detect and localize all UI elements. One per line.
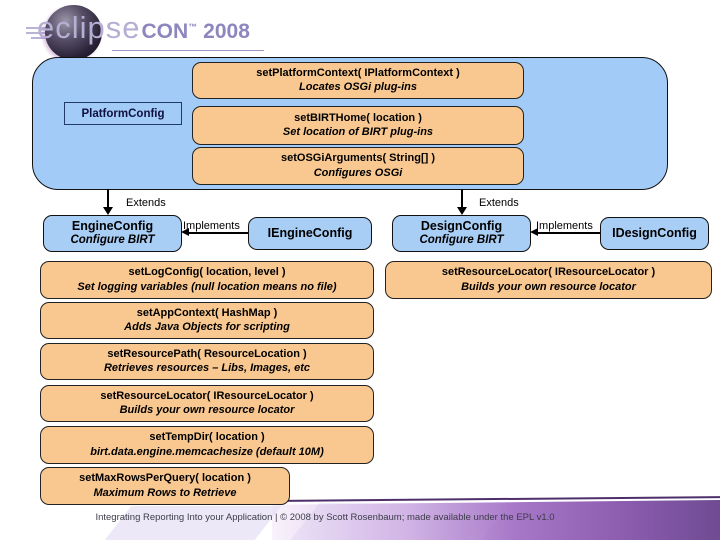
implements-arrowhead-left-icon [181, 228, 189, 236]
implements-arrow-left [189, 232, 248, 234]
method-box-settempdir: setTempDir( location ) birt.data.engine.… [40, 426, 374, 464]
method-box-setbirthome: setBIRTHome( location ) Set location of … [192, 106, 524, 145]
logo-trademark: ™ [188, 22, 198, 32]
method-description: Retrieves resources – Libs, Images, etc [103, 362, 311, 374]
method-signature: setResourceLocator( IResourceLocator ) [441, 266, 656, 279]
method-description: Configures OSGi [313, 166, 403, 179]
extends-arrowhead-right-icon [457, 207, 467, 215]
method-box-setplatformcontext: setPlatformContext( IPlatformContext ) L… [192, 62, 524, 99]
method-description: Builds your own resource locator [461, 280, 636, 293]
implements-arrow-right [538, 232, 600, 234]
eclipsecon-logo: eclipse CON ™ 2008 [0, 0, 300, 60]
method-description: Set location of BIRT plug-ins [282, 126, 434, 138]
class-box-iengineconfig: IEngineConfig [248, 217, 372, 250]
class-box-designconfig: DesignConfig Configure BIRT [392, 215, 531, 252]
logo-con-text: CON [141, 20, 189, 43]
method-box-setmaxrowsperquery: setMaxRowsPerQuery( location ) Maximum R… [40, 467, 290, 505]
extends-label-right: Extends [479, 197, 519, 209]
method-description: birt.data.engine.memcachesize (default 1… [90, 445, 324, 458]
class-name: IEngineConfig [267, 226, 353, 240]
extends-arrow-right [461, 189, 463, 208]
method-signature: setMaxRowsPerQuery( location ) [79, 472, 251, 485]
method-description: Builds your own resource locator [119, 404, 295, 416]
logo-underline [112, 50, 264, 51]
method-signature: setPlatformContext( IPlatformContext ) [256, 66, 460, 79]
method-box-setresourcepath: setResourcePath( ResourceLocation ) Retr… [40, 343, 374, 380]
method-signature: setLogConfig( location, level ) [128, 266, 286, 279]
implements-arrowhead-right-icon [530, 228, 538, 236]
method-signature: setAppContext( HashMap ) [136, 306, 278, 319]
method-signature: setBIRTHome( location ) [294, 111, 422, 124]
method-signature: setResourceLocator( IResourceLocator ) [100, 389, 314, 402]
class-box-idesignconfig: IDesignConfig [600, 217, 709, 250]
method-box-setlogconfig: setLogConfig( location, level ) Set logg… [40, 261, 374, 299]
eclipse-sphere-icon [45, 5, 102, 60]
logo-eclipse-wordmark: eclipse [37, 10, 141, 45]
method-signature: setResourcePath( ResourceLocation ) [107, 347, 307, 360]
method-description: Locates OSGi plug-ins [299, 81, 417, 93]
class-name: IDesignConfig [612, 226, 697, 240]
extends-arrow-left [107, 189, 109, 208]
extends-arrowhead-left-icon [103, 207, 113, 215]
platformconfig-label: PlatformConfig [81, 107, 165, 120]
logo-year: 2008 [203, 20, 250, 43]
footer-purple-band [272, 500, 720, 540]
method-description: Maximum Rows to Retrieve [93, 486, 237, 499]
method-description: Set logging variables (null location mea… [77, 280, 337, 293]
extends-label-left: Extends [126, 197, 166, 209]
class-name: DesignConfig [420, 219, 503, 234]
class-description: Configure BIRT [419, 234, 504, 247]
implements-label-right: Implements [536, 220, 593, 232]
class-name: EngineConfig [71, 219, 154, 234]
implements-label-left: Implements [183, 220, 240, 232]
class-box-engineconfig: EngineConfig Configure BIRT [43, 215, 182, 252]
footer-credit-text: Integrating Reporting Into your Applicat… [95, 512, 555, 523]
class-description: Configure BIRT [70, 234, 155, 247]
logo-text: eclipse CON ™ 2008 [37, 10, 250, 46]
method-box-setresourcelocator-design: setResourceLocator( IResourceLocator ) B… [385, 261, 712, 299]
method-box-setappcontext: setAppContext( HashMap ) Adds Java Objec… [40, 302, 374, 339]
method-signature: setTempDir( location ) [149, 431, 265, 444]
method-box-setosgiarguments: setOSGiArguments( String[] ) Configures … [192, 147, 524, 185]
method-box-setresourcelocator-engine: setResourceLocator( IResourceLocator ) B… [40, 385, 374, 422]
platformconfig-label-box: PlatformConfig [64, 102, 182, 125]
method-description: Adds Java Objects for scripting [124, 321, 290, 333]
method-signature: setOSGiArguments( String[] ) [280, 152, 435, 165]
